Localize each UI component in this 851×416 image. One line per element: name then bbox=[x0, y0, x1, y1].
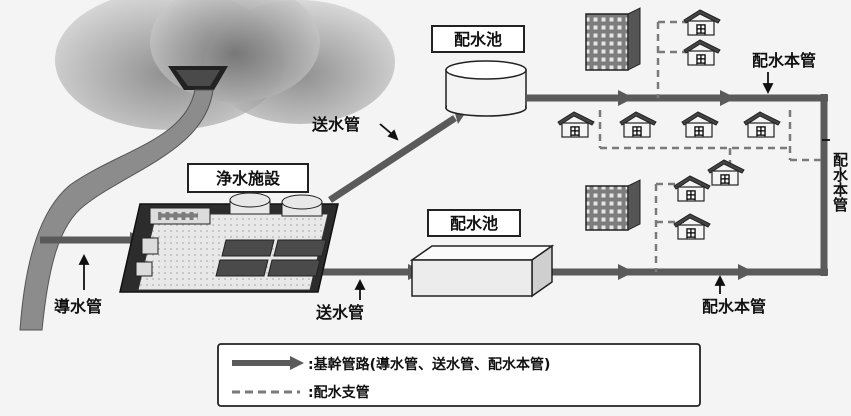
dam-icon bbox=[168, 66, 228, 90]
branch-pipes bbox=[598, 20, 824, 272]
main-pipe-bottom-label: 配水本管 bbox=[702, 297, 766, 316]
transmission-pipe-lower-label: 送水管 bbox=[315, 303, 364, 322]
house-icon: 田 bbox=[681, 111, 719, 138]
reservoir-box-icon bbox=[409, 244, 555, 298]
house-icon: 田 bbox=[683, 39, 721, 66]
house-icon: 田 bbox=[619, 111, 657, 138]
intake-pipe-label: 導水管 bbox=[54, 297, 102, 316]
house-glyph: 田 bbox=[696, 53, 707, 66]
legend-branch-label: :配水支管 bbox=[308, 384, 370, 401]
legend-trunk-label: :基幹管路(導水管、送水管、配水本管) bbox=[308, 356, 550, 373]
house-glyph: 田 bbox=[720, 173, 731, 186]
house-icon: 田 bbox=[673, 175, 711, 202]
label-box-reservoir-bottom: 配水池 bbox=[427, 209, 521, 237]
reservoir-tank-icon bbox=[445, 60, 527, 117]
trunk-pipes bbox=[40, 94, 828, 276]
main-pipe-vertical-label: 配水本管 bbox=[831, 152, 849, 212]
house-glyph: 田 bbox=[696, 23, 707, 36]
purification-plant-label: 浄水施設 bbox=[216, 169, 281, 188]
house-glyph: 田 bbox=[570, 125, 581, 138]
main-pipe-top-label: 配水本管 bbox=[752, 51, 816, 70]
house-glyph: 田 bbox=[632, 125, 643, 138]
transmission-pipe-upper-label: 送水管 bbox=[311, 115, 360, 134]
house-icon: 田 bbox=[683, 9, 721, 36]
reservoir-bottom-label: 配水池 bbox=[450, 214, 498, 233]
house-icon: 田 bbox=[707, 159, 745, 186]
house-glyph: 田 bbox=[756, 125, 767, 138]
label-box-reservoir-top: 配水池 bbox=[431, 25, 525, 53]
house-glyph: 田 bbox=[694, 125, 705, 138]
house-icon: 田 bbox=[557, 111, 595, 138]
reservoir-top-label: 配水池 bbox=[454, 30, 502, 49]
mountain-icon bbox=[55, 0, 395, 130]
house-glyph: 田 bbox=[686, 227, 697, 240]
purification-plant-icon bbox=[119, 192, 339, 293]
legend: :基幹管路(導水管、送水管、配水本管) :配水支管 bbox=[217, 343, 701, 407]
house-icon: 田 bbox=[673, 213, 711, 240]
apartment-building-icon bbox=[585, 7, 641, 231]
house-icon: 田 bbox=[743, 111, 781, 138]
pointer-arrows bbox=[78, 72, 830, 300]
houses: 田田田田田田田田田 bbox=[557, 9, 781, 240]
river bbox=[19, 89, 214, 331]
house-glyph: 田 bbox=[686, 189, 697, 202]
label-box-plant: 浄水施設 bbox=[187, 163, 309, 193]
